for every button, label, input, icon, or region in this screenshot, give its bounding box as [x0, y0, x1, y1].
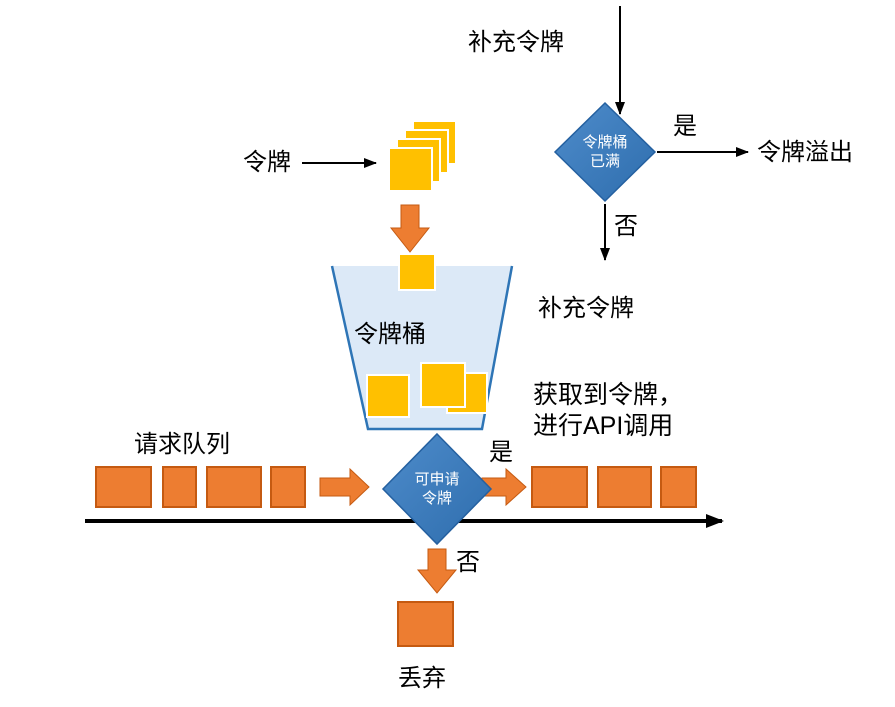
no-bottom-label: 否: [456, 549, 480, 576]
request-block: [95, 466, 152, 508]
no-top-label: 否: [614, 213, 638, 240]
token-square-in-bucket: [420, 362, 466, 408]
bucket-full-diamond-label: 令牌桶 已满: [555, 133, 655, 171]
discarded-request-block: [397, 601, 454, 647]
api-call-block: [660, 466, 697, 508]
api-call-text-line2: 进行API调用: [533, 412, 674, 440]
can-request-decision-diamond: [381, 432, 493, 546]
token-square-in-bucket: [366, 374, 410, 418]
token-overflow-label: 令牌溢出: [757, 139, 853, 166]
can-request-diamond-label-line1: 可申请: [414, 471, 460, 488]
bucket-outline: [330, 265, 514, 431]
decision-to-api-arrow: [481, 467, 527, 507]
replenish-tokens-top-label: 补充令牌: [468, 29, 564, 56]
discard-label: 丢弃: [398, 665, 446, 692]
token-label: 令牌: [243, 149, 291, 176]
token-bucket-label: 令牌桶: [354, 321, 426, 348]
bucket-full-decision-diamond: [553, 101, 657, 203]
bucket-full-diamond-label-line2: 已满: [589, 153, 620, 170]
request-block: [206, 466, 262, 508]
api-call-block: [531, 466, 588, 508]
can-request-diamond-label: 可申请 令牌: [387, 470, 487, 508]
tokens-into-bucket-arrow: [389, 204, 431, 253]
yes-top-label: 是: [673, 113, 697, 140]
token-square-falling: [398, 253, 436, 291]
decision-to-discard-arrow: [416, 548, 458, 594]
api-call-block: [597, 466, 652, 508]
replenish-tokens-bottom-label: 补充令牌: [538, 295, 634, 322]
bucket-full-diamond-label-line1: 令牌桶: [582, 134, 628, 151]
api-call-text: 获取到令牌， 进行API调用: [533, 380, 683, 442]
api-call-text-line1: 获取到令牌，: [533, 381, 684, 409]
token-square: [388, 147, 433, 192]
can-request-diamond-label-line2: 令牌: [421, 490, 452, 507]
yes-bottom-label: 是: [489, 439, 513, 466]
request-queue-label: 请求队列: [134, 431, 230, 458]
request-block: [270, 466, 306, 508]
queue-to-decision-arrow: [319, 467, 370, 507]
request-block: [162, 466, 197, 508]
